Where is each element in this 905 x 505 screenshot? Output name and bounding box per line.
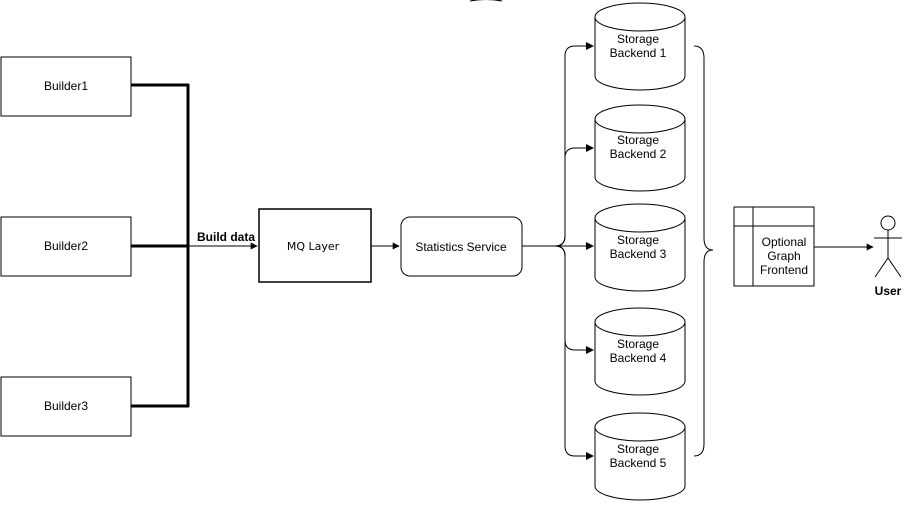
fanout-connectors [522, 45, 590, 457]
graph-frontend-line3: Frontend [760, 263, 808, 277]
user-actor-icon[interactable] [874, 215, 902, 278]
user-label: User [875, 284, 902, 298]
storage-backend-5[interactable]: Storage Backend 5 [594, 412, 686, 501]
builder-1-node[interactable]: Builder1 [0, 56, 132, 117]
storage-backend-1-line1: Storage [617, 32, 659, 46]
graph-frontend-line2: Graph [767, 249, 800, 263]
mq-layer-node[interactable]: MQ Layer [258, 208, 372, 283]
build-data-label: Build data [197, 230, 255, 244]
mq-layer-label: MQ Layer [287, 240, 340, 253]
builder-3-label: Builder3 [44, 399, 88, 413]
storage-backend-4[interactable]: Storage Backend 4 [594, 307, 686, 396]
builder-2-label: Builder2 [44, 239, 88, 253]
top-arc-artifact [469, 0, 503, 2]
storage-backend-2-line2: Backend 2 [610, 147, 667, 161]
storage-group-brace [693, 45, 714, 457]
storage-backend-4-line1: Storage [617, 337, 659, 351]
storage-backend-2[interactable]: Storage Backend 2 [594, 104, 686, 192]
storage-backend-3-line2: Backend 3 [610, 247, 667, 261]
statistics-service-node[interactable]: Statistics Service [400, 216, 523, 277]
builder-2-node[interactable]: Builder2 [0, 216, 132, 277]
storage-backend-5-line1: Storage [617, 442, 659, 456]
builder-3-node[interactable]: Builder3 [0, 376, 132, 437]
storage-backend-4-line2: Backend 4 [610, 351, 667, 365]
builder-bus [131, 83, 190, 408]
graph-frontend-node[interactable]: Optional Graph Frontend [733, 206, 815, 287]
graph-frontend-line1: Optional [762, 235, 807, 249]
storage-backend-5-line2: Backend 5 [610, 456, 667, 470]
fanout-arrowheads [586, 42, 594, 460]
storage-backend-1-line2: Backend 1 [610, 46, 667, 60]
builder-1-label: Builder1 [44, 79, 88, 93]
storage-backend-2-line1: Storage [617, 133, 659, 147]
storage-backend-1[interactable]: Storage Backend 1 [594, 2, 686, 91]
storage-backend-3-line1: Storage [617, 233, 659, 247]
storage-backend-3[interactable]: Storage Backend 3 [594, 203, 686, 292]
statistics-service-label: Statistics Service [415, 240, 507, 254]
